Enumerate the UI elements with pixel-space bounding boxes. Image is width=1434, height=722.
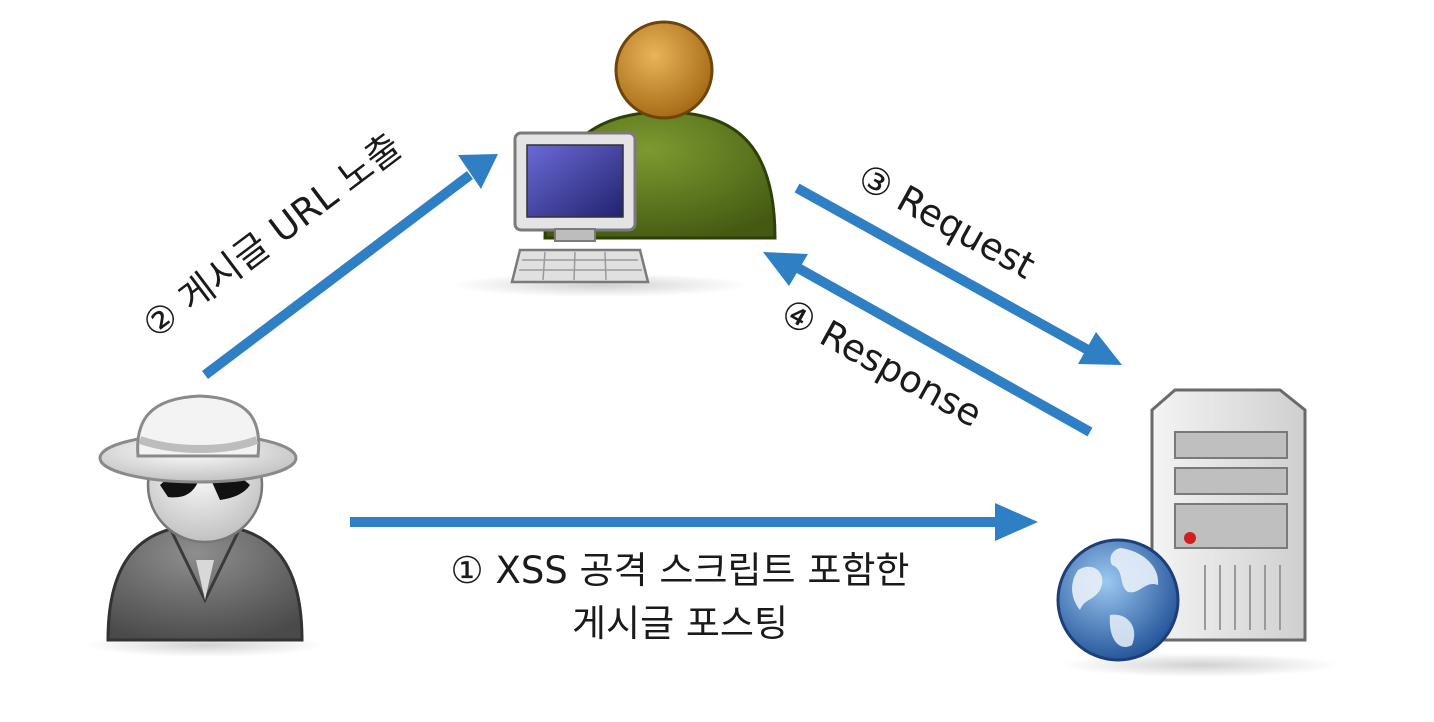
step-1-label-line1: ① XSS 공격 스크립트 포함한 [451, 549, 910, 592]
web-server-icon [1060, 388, 1340, 677]
arrow-step-2 [201, 154, 498, 379]
step-1-label-line2: 게시글 포스팅 [572, 602, 788, 645]
user-at-computer-icon [450, 20, 777, 297]
step-2-label: ② 게시글 URL 노출 [135, 125, 410, 347]
arrow-step-3 [794, 183, 1122, 365]
arrow-step-1 [350, 503, 1038, 541]
globe-icon [1056, 538, 1180, 662]
arrow-step-4 [763, 252, 1093, 437]
hacker-spy-icon [85, 394, 325, 657]
